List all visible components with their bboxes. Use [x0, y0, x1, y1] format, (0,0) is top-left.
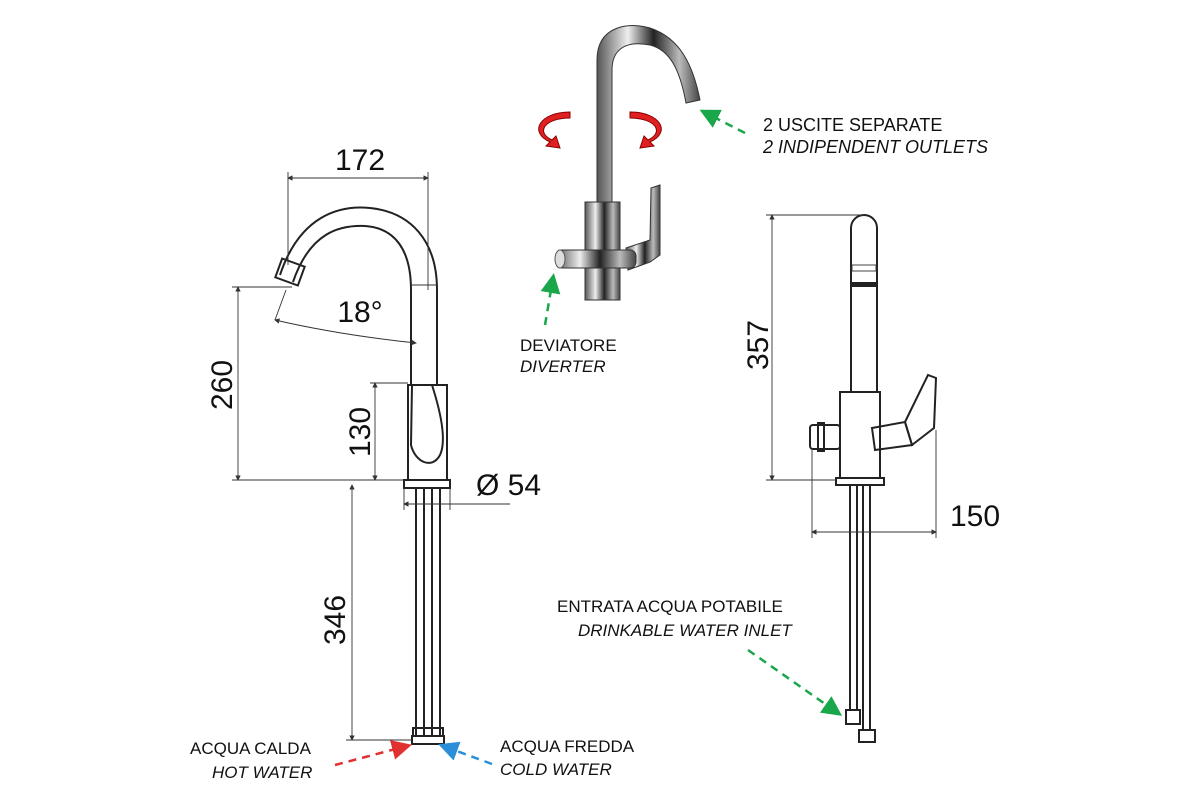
hot-water-label-en: HOT WATER	[212, 763, 312, 782]
inlet-label-it: ENTRATA ACQUA POTABILE	[557, 597, 783, 616]
dim-spout-angle: 18°	[337, 296, 382, 329]
dim-body-height: 130	[344, 407, 377, 457]
diverter-label-en: DIVERTER	[520, 357, 606, 376]
cold-water-label-en: COLD WATER	[500, 760, 612, 779]
left-faucet-drawing	[274, 206, 451, 745]
cold-water-label-it: ACQUA FREDDA	[500, 737, 635, 756]
hot-water-label-it: ACQUA CALDA	[190, 739, 312, 758]
rotation-arrow-left-icon	[538, 111, 571, 149]
dim-spout-reach: 172	[335, 144, 385, 177]
inlet-arrow-icon	[747, 648, 843, 716]
rotation-arrow-right-icon	[629, 111, 662, 149]
inlet-label-en: DRINKABLE WATER INLET	[578, 621, 793, 640]
hot-water-arrow-icon	[334, 740, 412, 767]
faucet-product-image	[554, 25, 701, 301]
diverter-label-it: DEVIATORE	[520, 336, 617, 355]
right-dimensions: 357 150	[742, 214, 1000, 538]
outlets-arrow-icon	[699, 109, 746, 135]
cold-water-arrow-icon	[438, 741, 493, 766]
dim-spout-height: 260	[206, 360, 239, 410]
dim-base-diameter: Ø 54	[476, 469, 541, 502]
diverter-arrow-icon	[540, 273, 561, 326]
dim-total-height: 357	[742, 320, 775, 370]
right-faucet-drawing	[809, 214, 938, 743]
left-dimensions: 172 18° 260 130 Ø 54 346	[206, 144, 541, 741]
outlets-label-it: 2 USCITE SEPARATE	[763, 115, 942, 135]
outlets-label-en: 2 INDIPENDENT OUTLETS	[762, 137, 988, 157]
dim-lever-depth: 150	[950, 500, 1000, 533]
dim-hose-length: 346	[319, 595, 352, 645]
